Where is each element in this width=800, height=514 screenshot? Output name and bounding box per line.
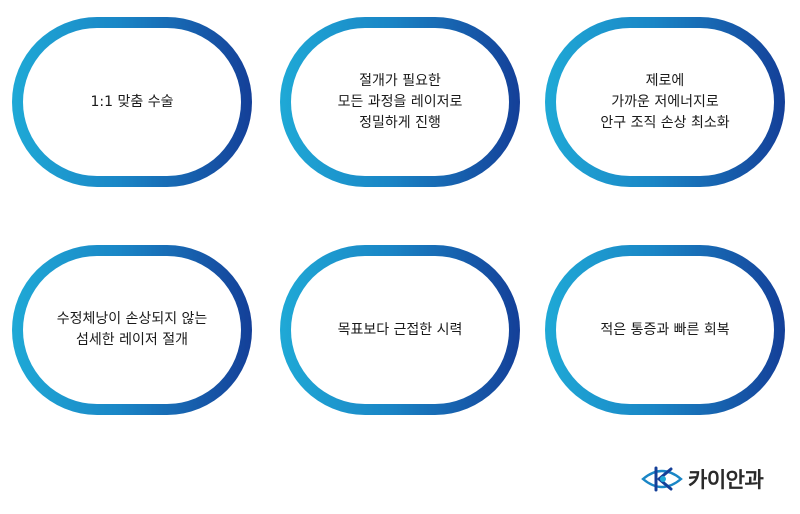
feature-card-text: 목표보다 근접한 시력 xyxy=(337,321,463,338)
feature-card-text: 모든 과정을 레이저로 xyxy=(337,93,463,110)
feature-card-custom-surgery: 1:1 맞춤 수술 xyxy=(12,17,252,187)
feature-card-target-vision: 목표보다 근접한 시력 xyxy=(280,245,520,415)
feature-card-text: 섬세한 레이저 절개 xyxy=(76,332,188,348)
feature-card-content: 1:1 맞춤 수술 xyxy=(23,28,241,176)
brand-logo-group: 카이안과 xyxy=(640,462,764,496)
feature-card-content: 제로에 가까운 저에너지로 안구 조직 손상 최소화 xyxy=(556,28,774,176)
feature-card-content: 수정체낭이 손상되지 않는 섬세한 레이저 절개 xyxy=(23,256,241,404)
feature-card-content: 적은 통증과 빠른 회복 xyxy=(556,256,774,404)
feature-card-text: 정밀하게 진행 xyxy=(359,114,441,131)
brand-name: 카이안과 xyxy=(688,468,764,492)
feature-card-low-energy: 제로에 가까운 저에너지로 안구 조직 손상 최소화 xyxy=(545,17,785,187)
feature-card-text: 적은 통증과 빠른 회복 xyxy=(600,321,730,338)
feature-card-text: 수정체낭이 손상되지 않는 xyxy=(56,311,208,327)
feature-card-fast-recovery: 적은 통증과 빠른 회복 xyxy=(545,245,785,415)
feature-card-text: 제로에 xyxy=(645,72,685,89)
feature-card-content: 목표보다 근접한 시력 xyxy=(291,256,509,404)
feature-card-laser-precision: 절개가 필요한 모든 과정을 레이저로 정밀하게 진행 xyxy=(280,17,520,187)
feature-card-text: 절개가 필요한 xyxy=(359,72,441,89)
k-eye-logo-icon xyxy=(641,466,683,492)
feature-card-text: 가까운 저에너지로 xyxy=(611,93,719,110)
feature-card-text: 1:1 맞춤 수술 xyxy=(90,93,174,110)
feature-card-text: 안구 조직 손상 최소화 xyxy=(600,114,730,131)
feature-card-content: 절개가 필요한 모든 과정을 레이저로 정밀하게 진행 xyxy=(291,28,509,176)
feature-card-capsule-safe: 수정체낭이 손상되지 않는 섬세한 레이저 절개 xyxy=(12,245,252,415)
